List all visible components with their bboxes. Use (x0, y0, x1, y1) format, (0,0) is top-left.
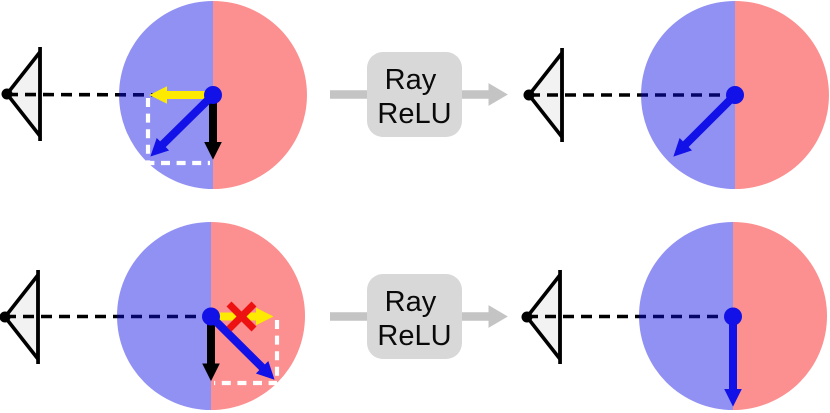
operator-label-line1: Ray (385, 286, 437, 318)
operator-bottom: Ray ReLU (330, 274, 508, 359)
operator-label-line1: Ray (385, 64, 437, 96)
feature-vector-arrow (150, 92, 216, 157)
panel-bottom-input (0, 222, 305, 410)
away-from-camera-half-region (735, 1, 829, 189)
camera-icon (523, 47, 564, 143)
away-from-camera-half-region (213, 1, 307, 189)
decomposition-guide-dashes (145, 98, 210, 166)
away-from-camera-half-region (733, 222, 827, 410)
origin-dot (726, 86, 744, 104)
operator-box (367, 52, 462, 137)
camera-center-dot (1, 88, 13, 100)
decomposition-guide-dashes (214, 320, 280, 386)
cross-stroke-2 (226, 301, 257, 332)
operator-label-line2: ReLU (377, 98, 451, 130)
origin-dot (204, 86, 222, 104)
operator-label-line2: ReLU (377, 320, 451, 352)
operator-box (367, 274, 462, 359)
origin-dot (724, 307, 742, 326)
output-vector-arrow (673, 92, 738, 157)
camera-icon (1, 46, 42, 142)
operator-label: Ray ReLU (377, 64, 451, 130)
toward-camera-half-region (117, 222, 211, 410)
toward-camera-half-region (641, 1, 735, 189)
panel-top-input (1, 1, 307, 189)
operator-label: Ray ReLU (377, 286, 451, 352)
panel-top-output (523, 1, 829, 189)
operator-top: Ray ReLU (330, 52, 508, 137)
camera-icon (0, 269, 40, 365)
rejected-cross-icon (226, 301, 257, 332)
panel-bottom-output (521, 222, 827, 410)
feature-vector-arrow (208, 313, 275, 380)
origin-dot (202, 307, 220, 326)
toward-camera-half-region (639, 222, 733, 410)
camera-icon (521, 269, 562, 365)
